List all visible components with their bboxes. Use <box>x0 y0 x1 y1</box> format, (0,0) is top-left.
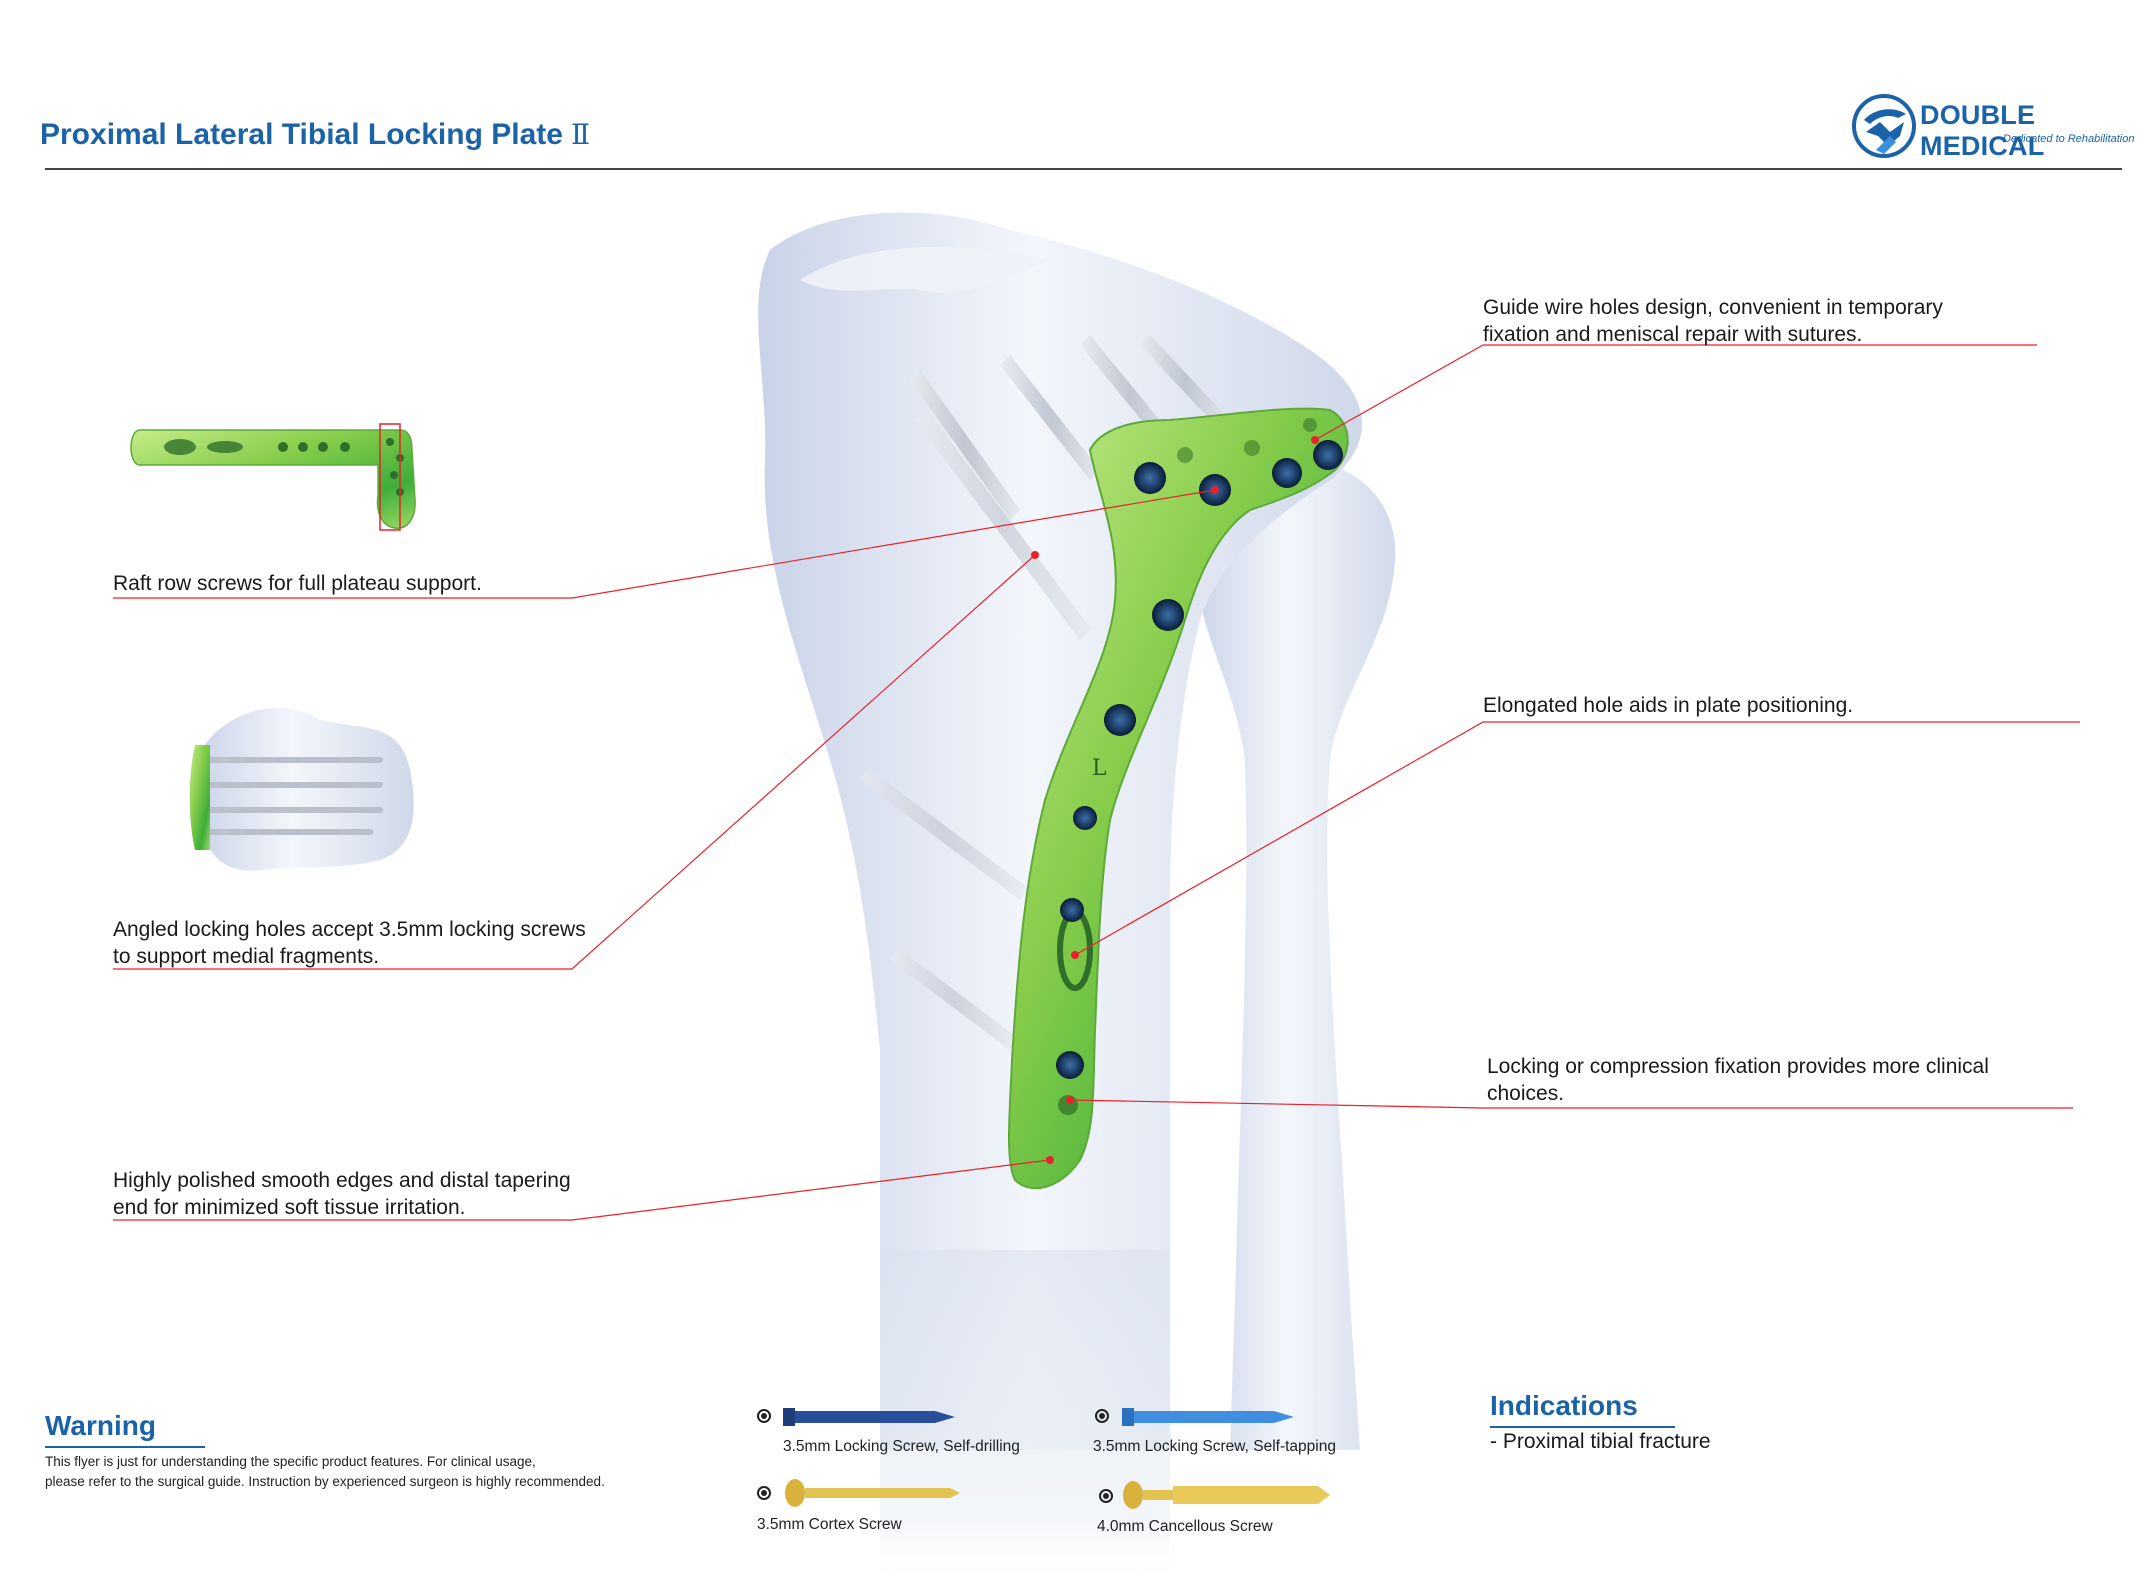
callout-polished-edges-line2: end for minimized soft tissue irritation… <box>113 1196 466 1219</box>
screw-label-locking-self-drilling: 3.5mm Locking Screw, Self-drilling <box>783 1438 1020 1455</box>
callout-polished-edges: Highly polished smooth edges and distal … <box>113 1167 571 1221</box>
callout-locking-compression-line1: Locking or compression fixation provides… <box>1487 1055 1989 1078</box>
warning-line1: This flyer is just for understanding the… <box>45 1454 536 1469</box>
callout-dots <box>1031 436 1319 1164</box>
warning-underline <box>45 1446 205 1448</box>
indications-item: - Proximal tibial fracture <box>1490 1430 1711 1453</box>
callout-guide-wire-line1: Guide wire holes design, convenient in t… <box>1483 296 1943 319</box>
callout-polished-edges-line1: Highly polished smooth edges and distal … <box>113 1169 571 1192</box>
callout-raft-row: Raft row screws for full plateau support… <box>113 572 482 595</box>
plateau-top-view-image <box>189 708 414 871</box>
title-numeral: Ⅱ <box>570 118 590 151</box>
brand-logo-icon <box>1852 94 1916 158</box>
bullet-icon <box>1099 1489 1113 1503</box>
bullet-icon <box>757 1409 771 1423</box>
blue-locking-screw-self-drilling-icon <box>783 1408 955 1426</box>
blue-locking-screw-self-tapping-icon <box>1122 1408 1294 1426</box>
indications-title: Indications <box>1490 1390 1638 1421</box>
title-text: Proximal Lateral Tibial Locking Plate <box>40 118 563 151</box>
header-divider <box>45 168 2122 170</box>
plate-side-letter: L <box>1092 756 1107 781</box>
plate-head-holes <box>1134 418 1343 506</box>
brand-tagline: Dedicated to Rehabilitation <box>2003 133 2135 145</box>
callout-guide-wire: Guide wire holes design, convenient in t… <box>1483 294 1943 348</box>
gold-cortex-screw-icon <box>785 1479 960 1507</box>
gold-cancellous-screw-icon <box>1123 1481 1330 1509</box>
fibula <box>1198 460 1396 1450</box>
plate-shaft-holes <box>1056 599 1184 1115</box>
indications-underline <box>1490 1426 1675 1428</box>
brand-name: DOUBLE MEDICAL <box>1920 100 2045 161</box>
locking-plate: L <box>1008 407 1349 1190</box>
screw-label-locking-self-tapping: 3.5mm Locking Screw, Self-tapping <box>1093 1438 1336 1455</box>
screw-label-cancellous: 4.0mm Cancellous Screw <box>1097 1518 1273 1535</box>
callout-angled-holes: Angled locking holes accept 3.5mm lockin… <box>113 916 586 970</box>
screw-label-cortex: 3.5mm Cortex Screw <box>757 1516 902 1533</box>
screw-icons <box>783 1408 1330 1509</box>
bullet-icon <box>1095 1409 1109 1423</box>
callout-locking-compression: Locking or compression fixation provides… <box>1487 1053 1989 1107</box>
callout-elongated-hole: Elongated hole aids in plate positioning… <box>1483 694 1854 717</box>
warning-title: Warning <box>45 1410 156 1441</box>
callout-angled-holes-line2: to support medial fragments. <box>113 945 380 968</box>
callout-lines <box>113 344 2080 1221</box>
bullet-icon <box>757 1486 771 1500</box>
warning-line2: please refer to the surgical guide. Inst… <box>45 1474 605 1489</box>
callout-guide-wire-line2: fixation and meniscal repair with suture… <box>1483 323 1863 346</box>
plate-overview-image <box>130 423 416 531</box>
callout-angled-holes-line1: Angled locking holes accept 3.5mm lockin… <box>113 918 586 941</box>
callout-locking-compression-line2: choices. <box>1487 1082 1565 1105</box>
warning-text: This flyer is just for understanding the… <box>45 1452 605 1492</box>
